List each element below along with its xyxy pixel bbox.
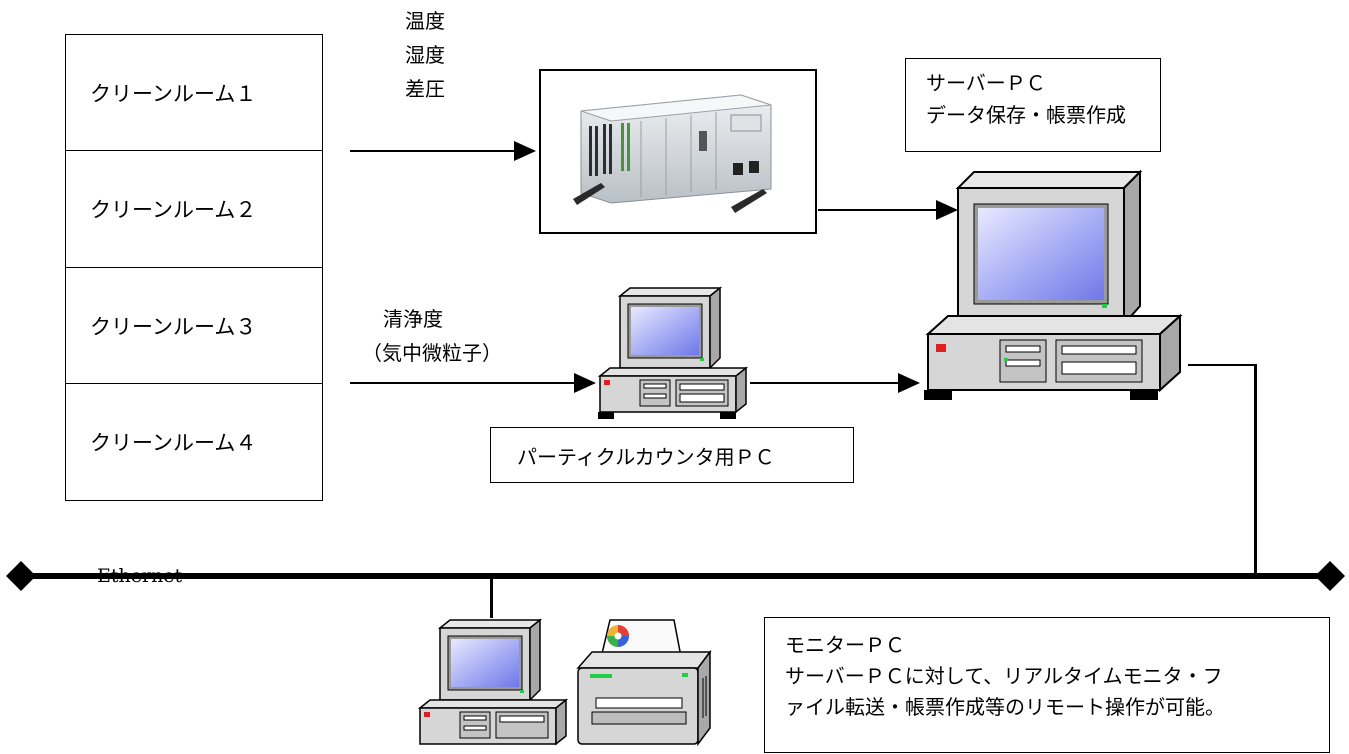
monitor-pc-box: モニターＰＣ サーバーＰＣに対して、リアルタイムモニタ・フ ァイル転送・帳票作成… xyxy=(764,617,1330,753)
clean-room-4: クリーンルーム４ xyxy=(65,384,323,501)
monitor-pc-description-line1: サーバーＰＣに対して、リアルタイムモニタ・フ xyxy=(785,664,1223,688)
clean-room-2-label: クリーンルーム２ xyxy=(90,198,257,222)
ethernet-left-endpoint xyxy=(6,561,36,591)
clean-room-1-label: クリーンルーム１ xyxy=(90,81,257,106)
monitor-pc-icon xyxy=(417,618,569,746)
clean-room-4-label: クリーンルーム４ xyxy=(90,431,257,455)
label-differential-pressure: 差圧 xyxy=(405,77,445,101)
printer-icon xyxy=(576,619,712,747)
server-pc-box: サーバーＰＣ データ保存・帳票作成 xyxy=(905,58,1161,152)
arrow-plc-to-server-head xyxy=(936,200,958,220)
arrow-plc-to-server-line xyxy=(818,209,940,211)
label-temperature: 温度 xyxy=(405,9,445,33)
label-humidity: 湿度 xyxy=(405,43,445,67)
monitor-pc-link xyxy=(490,576,493,618)
arrow-to-particle-pc-head xyxy=(574,373,596,393)
arrow-to-particle-pc-line xyxy=(350,382,580,384)
arrow-to-plc-head xyxy=(514,141,536,161)
arrow-particle-to-server-line xyxy=(750,382,902,384)
monitor-pc-description-line2: ァイル転送・帳票作成等のリモート操作が可能。 xyxy=(785,695,1225,719)
arrow-particle-to-server-head xyxy=(898,373,920,393)
label-cleanliness: 清浄度 xyxy=(383,307,443,331)
clean-room-3: クリーンルーム３ xyxy=(65,268,323,384)
server-pc-title: サーバーＰＣ xyxy=(926,71,1046,95)
clean-room-2: クリーンルーム２ xyxy=(65,151,323,268)
clean-room-1: クリーンルーム１ xyxy=(65,34,323,151)
monitor-pc-title: モニターＰＣ xyxy=(785,633,905,657)
server-pc-icon xyxy=(924,169,1183,400)
label-airborne-particles: （気中微粒子） xyxy=(362,341,502,365)
server-pc-description: データ保存・帳票作成 xyxy=(926,103,1126,127)
ethernet-right-endpoint xyxy=(1315,561,1345,591)
arrow-to-plc-line xyxy=(350,150,520,152)
plc-unit-box xyxy=(539,69,817,234)
ethernet-bus xyxy=(22,573,1327,579)
plc-unit-image xyxy=(573,94,772,213)
server-network-link-h xyxy=(1188,364,1255,366)
server-network-link-v xyxy=(1254,364,1257,577)
particle-pc-label: パーティクルカウンタ用ＰＣ xyxy=(517,444,775,469)
particle-counter-pc-icon xyxy=(597,286,749,419)
particle-pc-label-box: パーティクルカウンタ用ＰＣ xyxy=(490,427,854,483)
clean-room-3-label: クリーンルーム３ xyxy=(90,314,257,339)
